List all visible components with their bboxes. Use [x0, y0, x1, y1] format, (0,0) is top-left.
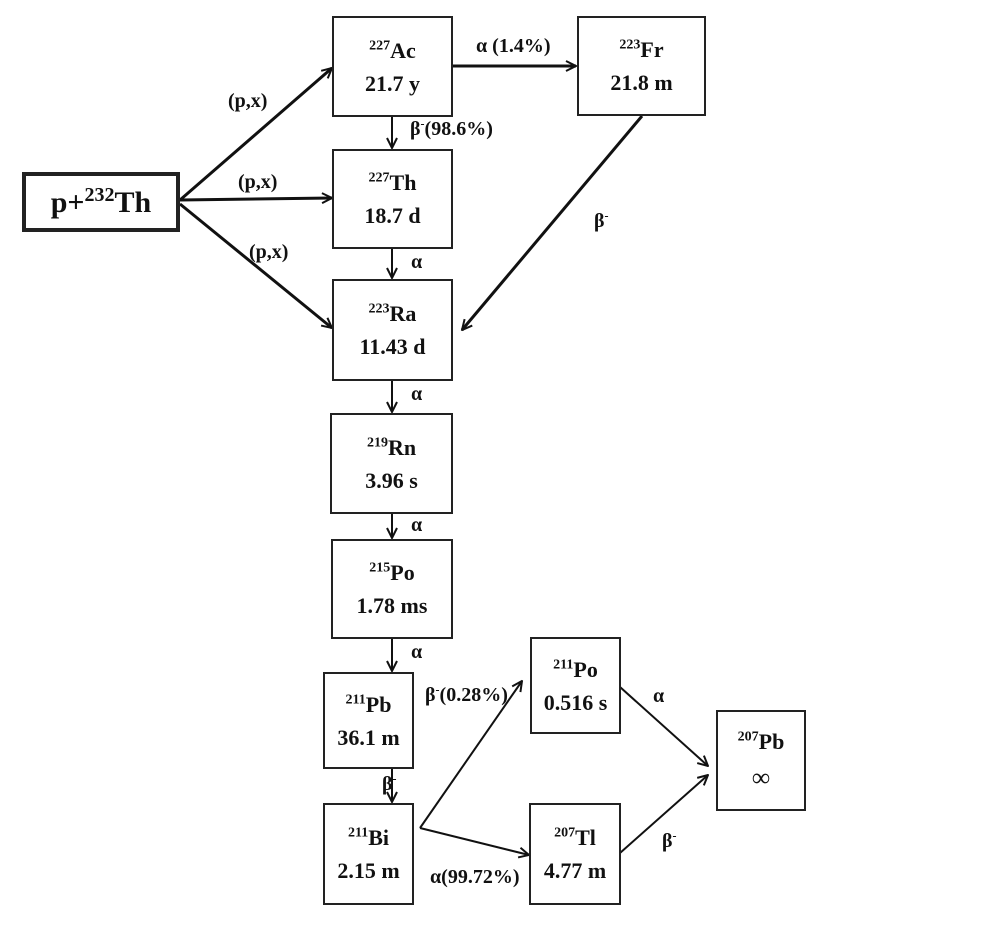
label-ac227-fr223: α (1.4%) [476, 35, 551, 57]
mass-number: 215 [369, 560, 391, 576]
label-source-ra223: (p,x) [249, 241, 289, 263]
mass-number: 223 [368, 301, 390, 317]
label-rest: (98.6%) [424, 118, 493, 140]
nuclide-box-ac227: 227Ac 21.7 y [332, 16, 453, 117]
half-life: 4.77 m [543, 858, 607, 883]
element-symbol: Ra [389, 301, 417, 326]
label-sup: - [435, 682, 440, 697]
mass-number: 227 [368, 170, 390, 186]
element-symbol: Pb [365, 691, 392, 717]
label-rest: (0.28%) [439, 684, 508, 706]
label-sup: - [420, 116, 425, 131]
half-life: 1.78 ms [356, 593, 428, 618]
nuclide-box-tl207: 207Tl 4.77 m [529, 803, 621, 905]
half-life: 18.7 d [364, 203, 421, 228]
element-symbol: Fr [640, 37, 664, 62]
label-sup: - [672, 828, 677, 843]
arrow-bi211-tl207 [419, 827, 529, 855]
arrow-tl207-pb207 [619, 775, 708, 854]
label-tl207-pb207: β- [662, 828, 677, 853]
source-symbol: Th [114, 185, 152, 219]
label-bi211-tl207: α(99.72%) [430, 866, 520, 888]
mass-number: 223 [619, 37, 641, 53]
arrow-source-ac227 [179, 68, 332, 202]
nuclide-box-ra223: 223Ra 11.43 d [332, 279, 453, 381]
half-life: 36.1 m [337, 724, 400, 750]
half-life: 3.96 s [365, 467, 418, 493]
label-th227-ra223: α [411, 251, 423, 273]
label-main: β [425, 684, 436, 706]
nuclide-box-pb207: 207Pb ∞ [716, 710, 806, 811]
element-symbol: Po [390, 560, 415, 585]
source-prefix: p+ [50, 185, 85, 219]
half-life: 11.43 d [359, 334, 426, 359]
mass-number: 211 [347, 825, 369, 841]
mass-number: 211 [345, 692, 366, 708]
label-main: β [594, 210, 605, 232]
label-source-ac227: (p,x) [228, 90, 268, 112]
label-po215-pb211: α [411, 641, 423, 663]
half-life: 21.8 m [610, 70, 673, 95]
mass-number: 227 [369, 38, 391, 54]
arrow-source-th227 [179, 198, 332, 200]
element-symbol: Bi [368, 825, 390, 850]
element-symbol: Tl [575, 825, 596, 850]
mass-number: 207 [554, 825, 576, 841]
nuclide-box-bi211: 211Bi 2.15 m [323, 803, 414, 905]
arrow-source-ra223 [179, 202, 332, 328]
nuclide-box-fr223: 223Fr 21.8 m [577, 16, 706, 116]
mass-number: 219 [366, 435, 388, 451]
element-symbol: Po [573, 656, 598, 682]
element-symbol: Pb [758, 728, 785, 754]
arrow-po211-pb207 [619, 686, 708, 766]
label-main: β [662, 830, 673, 852]
label-bi211-po211: β-(0.28%) [425, 682, 508, 707]
label-sup: - [604, 208, 609, 223]
mass-number: 207 [737, 729, 759, 745]
nuclide-box-po215: 215Po 1.78 ms [331, 539, 453, 639]
source-box: p+232Th [22, 172, 180, 232]
half-life: 2.15 m [337, 858, 400, 883]
label-sup: - [392, 771, 397, 786]
nuclide-box-pb211: 211Pb 36.1 m [323, 672, 414, 769]
nuclide-box-rn219: 219Rn 3.96 s [330, 413, 453, 514]
label-pb211-bi211: β- [382, 771, 397, 796]
label-main: β [410, 118, 421, 140]
nuclide-box-th227: 227Th 18.7 d [332, 149, 453, 249]
source-mass: 232 [84, 183, 115, 206]
half-life: 21.7 y [365, 70, 420, 96]
nuclide-box-po211: 211Po 0.516 s [530, 637, 621, 734]
arrow-bi211-po211 [419, 681, 522, 829]
label-po211-pb207: α [653, 685, 665, 707]
label-main: β [382, 773, 393, 795]
label-fr223-ra223: β- [594, 208, 609, 233]
label-source-th227: (p,x) [238, 171, 278, 193]
half-life: ∞ [751, 762, 771, 792]
arrow-fr223-ra223 [462, 115, 644, 330]
label-ra223-rn219: α [411, 383, 423, 405]
label-rn219-po215: α [411, 514, 423, 536]
label-ac227-th227: β-(98.6%) [410, 116, 493, 141]
element-symbol: Rn [387, 434, 417, 460]
element-symbol: Ac [390, 37, 416, 63]
mass-number: 211 [553, 657, 574, 673]
element-symbol: Th [389, 170, 417, 195]
half-life: 0.516 s [543, 689, 608, 715]
